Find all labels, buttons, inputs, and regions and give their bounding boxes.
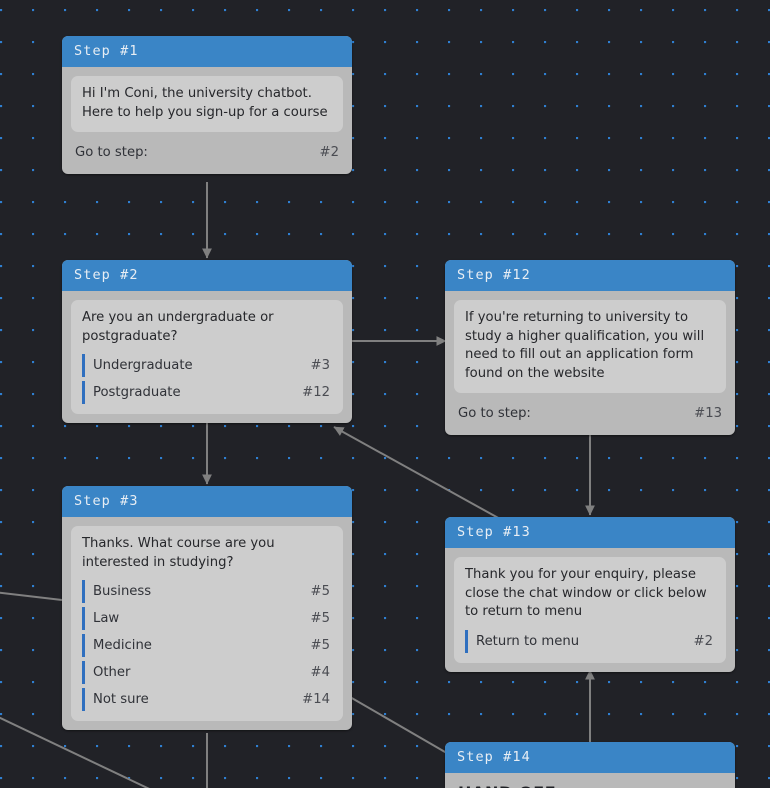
node-step2-title: Step #2 — [62, 260, 352, 291]
node-step13-body: Thank you for your enquiry, please close… — [445, 548, 735, 672]
option-not-sure[interactable]: Not sure #14 — [82, 688, 332, 711]
option-law[interactable]: Law #5 — [82, 607, 332, 630]
node-step1-title: Step #1 — [62, 36, 352, 67]
node-step12-goto-target: #13 — [694, 406, 722, 421]
node-step3-body: Thanks. What course are you interested i… — [62, 517, 352, 730]
node-step3-title: Step #3 — [62, 486, 352, 517]
option-postgraduate[interactable]: Postgraduate #12 — [82, 381, 332, 404]
node-step13-bubble: Thank you for your enquiry, please close… — [454, 557, 726, 663]
option-target: #5 — [310, 584, 330, 599]
option-label: Medicine — [93, 638, 152, 653]
node-step13-options: Return to menu #2 — [465, 629, 715, 653]
node-step1-goto[interactable]: Go to step: #2 — [62, 132, 352, 174]
node-step12-bubble: If you're returning to university to stu… — [454, 300, 726, 393]
option-target: #4 — [310, 665, 330, 680]
node-step2-message: Are you an undergraduate or postgraduate… — [82, 310, 274, 344]
option-label: Postgraduate — [93, 385, 181, 400]
handoff-value: First Available Agent — [594, 786, 722, 788]
option-target: #2 — [693, 633, 713, 649]
node-step1[interactable]: Step #1 Hi I'm Coni, the university chat… — [62, 36, 352, 174]
node-step13[interactable]: Step #13 Thank you for your enquiry, ple… — [445, 517, 735, 672]
node-step13-message: Thank you for your enquiry, please close… — [465, 567, 707, 619]
node-step1-goto-target: #2 — [319, 145, 339, 160]
option-other[interactable]: Other #4 — [82, 661, 332, 684]
option-target: #5 — [310, 638, 330, 653]
node-step12-title: Step #12 — [445, 260, 735, 291]
option-target: #14 — [302, 692, 330, 707]
node-step2-body: Are you an undergraduate or postgraduate… — [62, 291, 352, 423]
node-step14-title: Step #14 — [445, 742, 735, 773]
option-business[interactable]: Business #5 — [82, 580, 332, 603]
node-step12-body: If you're returning to university to stu… — [445, 291, 735, 393]
node-step1-goto-label: Go to step: — [75, 145, 148, 160]
node-step3-options: Business #5 Law #5 Medicine #5 Other #4 — [82, 580, 332, 711]
node-step13-title: Step #13 — [445, 517, 735, 548]
option-target: #5 — [310, 611, 330, 626]
node-step1-body: Hi I'm Coni, the university chatbot. Her… — [62, 67, 352, 132]
option-label: Law — [93, 611, 120, 626]
option-label: Undergraduate — [93, 358, 193, 373]
node-step2[interactable]: Step #2 Are you an undergraduate or post… — [62, 260, 352, 423]
option-target: #12 — [302, 385, 330, 400]
node-step3-bubble: Thanks. What course are you interested i… — [71, 526, 343, 721]
node-step12-goto-label: Go to step: — [458, 406, 531, 421]
edge-step3-offscreen-left — [0, 591, 63, 601]
option-label: Other — [93, 665, 131, 680]
node-step1-message: Hi I'm Coni, the university chatbot. Her… — [82, 86, 328, 120]
node-step14-handoff[interactable]: HAND OFF First Available Agent — [445, 773, 735, 788]
option-return-to-menu[interactable]: Return to menu #2 — [465, 629, 715, 653]
option-label: Not sure — [93, 692, 149, 707]
node-step12-message: If you're returning to university to stu… — [465, 310, 705, 381]
node-step2-bubble: Are you an undergraduate or postgraduate… — [71, 300, 343, 414]
option-target: #3 — [310, 358, 330, 373]
node-step12-goto[interactable]: Go to step: #13 — [445, 393, 735, 435]
node-step14[interactable]: Step #14 HAND OFF First Available Agent — [445, 742, 735, 788]
option-undergraduate[interactable]: Undergraduate #3 — [82, 354, 332, 377]
handoff-label: HAND OFF — [458, 783, 556, 788]
node-step12[interactable]: Step #12 If you're returning to universi… — [445, 260, 735, 435]
node-step3-message: Thanks. What course are you interested i… — [82, 536, 275, 570]
option-medicine[interactable]: Medicine #5 — [82, 634, 332, 657]
option-label: Business — [93, 584, 152, 599]
node-step2-options: Undergraduate #3 Postgraduate #12 — [82, 354, 332, 404]
option-label: Return to menu — [476, 633, 580, 649]
node-step3[interactable]: Step #3 Thanks. What course are you inte… — [62, 486, 352, 730]
node-step1-bubble: Hi I'm Coni, the university chatbot. Her… — [71, 76, 343, 132]
edge-step13-step2 — [333, 426, 521, 531]
